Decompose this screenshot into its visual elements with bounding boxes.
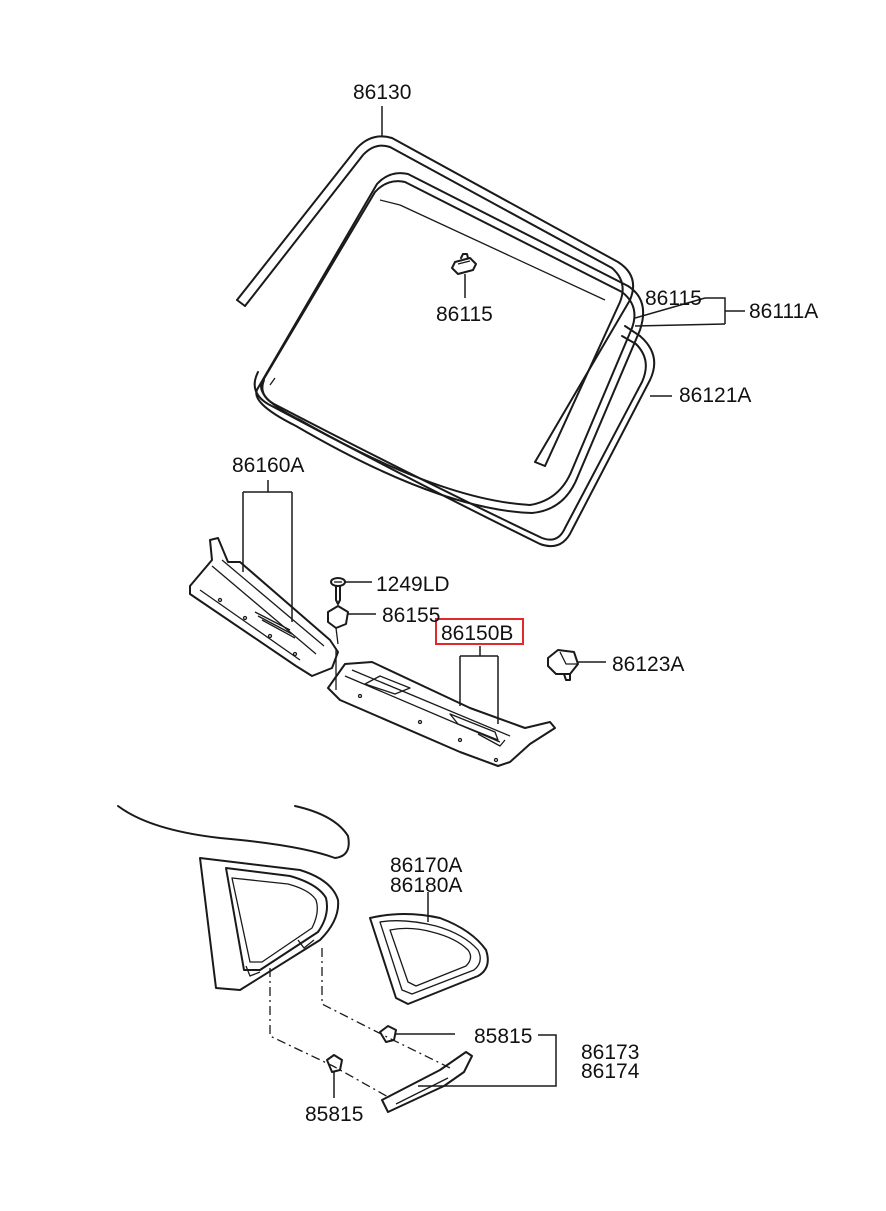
cowl-top-panel-lower: [327, 661, 556, 767]
label-1249LD: 1249LD: [376, 573, 450, 596]
body-outline: [117, 805, 350, 859]
label-86150B: 86150B: [441, 622, 513, 645]
label-86115-mirror-clip: 86115: [436, 303, 493, 326]
label-86111A: 86111A: [749, 300, 818, 323]
label-86115-glass: 86115: [645, 287, 702, 310]
label-86160A: 86160A: [232, 454, 304, 477]
cowl-top-panel-upper: [189, 537, 339, 677]
quarter-glass-part: [369, 913, 489, 1005]
mirror-clip: [451, 253, 477, 275]
clip-lower-part: [326, 1054, 343, 1073]
quarter-glass-installed: [199, 857, 340, 991]
screw-part: [330, 577, 346, 605]
label-86121A: 86121A: [679, 384, 751, 407]
label-86130: 86130: [353, 81, 411, 104]
label-85815-lower: 85815: [305, 1103, 363, 1126]
highlight-box: [435, 618, 524, 645]
label-86170A: 86170A: [390, 854, 462, 877]
clip-upper-part: [379, 1025, 397, 1043]
dam-rubber: [253, 325, 656, 548]
label-85815-upper: 85815: [474, 1025, 532, 1048]
label-86123A: 86123A: [612, 653, 684, 676]
windshield-glass: [255, 172, 644, 514]
garnish-part: [381, 1051, 473, 1113]
label-86174: 86174: [581, 1060, 640, 1083]
nut-part: [327, 605, 349, 645]
label-86173: 86173: [581, 1041, 639, 1064]
label-86155: 86155: [382, 604, 440, 627]
stopper-part: [547, 649, 579, 681]
label-86180A: 86180A: [390, 874, 462, 897]
